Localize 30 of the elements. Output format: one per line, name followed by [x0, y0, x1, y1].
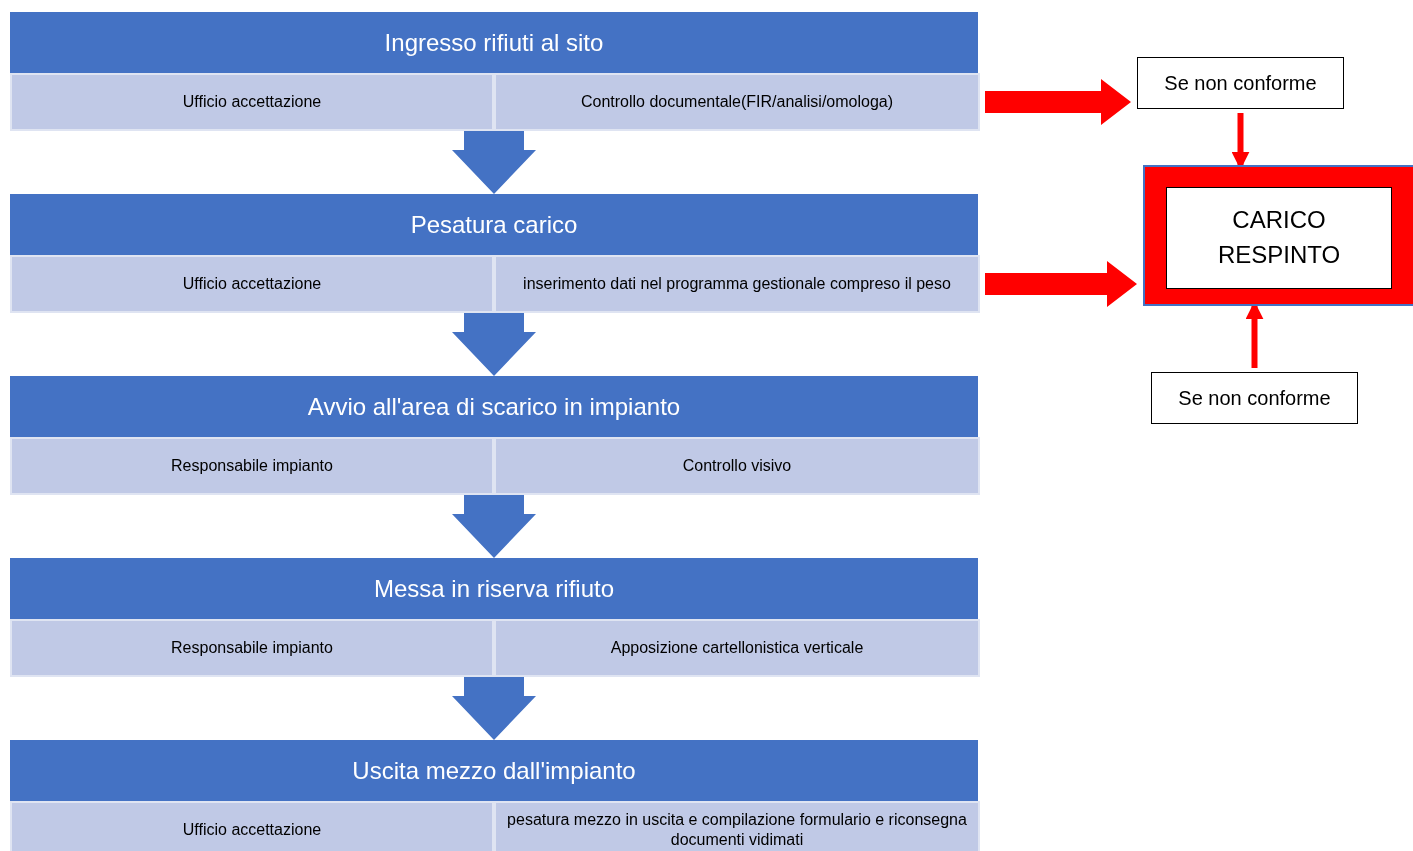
stage-detail-cell: Responsabile impianto — [10, 437, 494, 495]
process-stage — [10, 12, 978, 131]
stage-title: Avvio all'area di scarico in impianto — [306, 392, 682, 422]
stage-detail-cell: Controllo visivo — [494, 437, 980, 495]
stage-detail-cell: Ufficio accettazione — [10, 801, 494, 851]
stage-detail-cell: Controllo documentale(FIR/analisi/omologa) — [494, 73, 980, 131]
stage-title: Pesatura carico — [409, 210, 579, 240]
stage-title: Ingresso rifiuti al sito — [383, 28, 605, 58]
stage-title: Messa in riserva rifiuto — [372, 574, 616, 604]
stage-detail-cell: inserimento dati nel programma gestionale compreso il peso — [494, 255, 980, 313]
process-stage — [10, 194, 978, 313]
stage-detail-cell: Ufficio accettazione — [10, 255, 494, 313]
process-stage — [10, 558, 978, 677]
process-stage — [10, 740, 978, 851]
block-arrow — [452, 495, 536, 558]
stage-title: Uscita mezzo dall'impianto — [351, 756, 637, 786]
block-arrow — [452, 677, 536, 740]
condition-box: Se non conforme — [1151, 372, 1358, 424]
rejection-label: CARICO RESPINTO — [1166, 187, 1392, 289]
block-arrow — [985, 79, 1131, 125]
condition-box: Se non conforme — [1137, 57, 1344, 109]
block-arrow — [452, 313, 536, 376]
rejection-box — [1143, 165, 1413, 306]
stage-detail-cell: Responsabile impianto — [10, 619, 494, 677]
process-stage — [10, 376, 978, 495]
block-arrow — [985, 261, 1137, 307]
stage-detail-cell: Apposizione cartellonistica verticale — [494, 619, 980, 677]
block-arrow — [452, 131, 536, 194]
stage-detail-cell: Ufficio accettazione — [10, 73, 494, 131]
stage-detail-cell: pesatura mezzo in uscita e compilazione formulario e riconsegna documenti vidimati — [494, 801, 980, 851]
